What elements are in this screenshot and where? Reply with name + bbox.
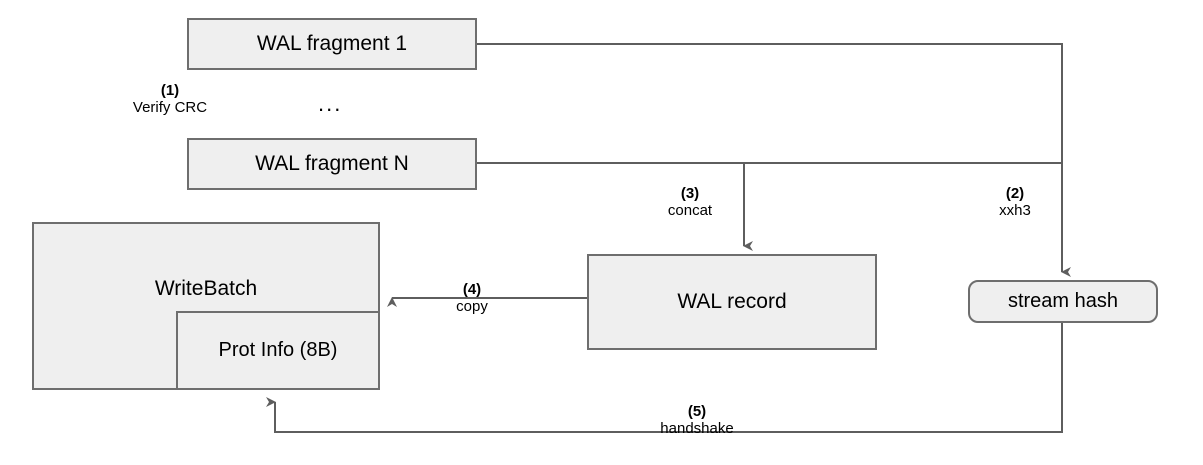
node-wal-record-label: WAL record bbox=[677, 289, 787, 313]
edge-label-4-copy: (4) copy bbox=[412, 281, 532, 316]
edge-label-1-desc: Verify CRC bbox=[132, 98, 208, 116]
edge-label-2-step: (2) bbox=[1005, 185, 1025, 202]
node-prot-info-label: Prot Info (8B) bbox=[218, 339, 338, 361]
node-writebatch-label: WriteBatch bbox=[154, 277, 258, 300]
node-wal-record[interactable]: WAL record bbox=[587, 254, 877, 350]
edge-label-2-xxh3: (2) xxh3 bbox=[955, 185, 1075, 220]
edge-label-1-verify-crc: (1) Verify CRC bbox=[110, 82, 230, 117]
node-wal-fragment-1-label: WAL fragment 1 bbox=[256, 31, 408, 55]
node-wal-fragment-n[interactable]: WAL fragment N bbox=[187, 138, 477, 190]
node-stream-hash[interactable]: stream hash bbox=[968, 280, 1158, 323]
edge-stream-hash-to-prot-info bbox=[266, 323, 1063, 433]
edge-label-3-concat: (3) concat bbox=[630, 185, 750, 220]
edge-label-3-step: (3) bbox=[680, 185, 700, 202]
node-wal-fragment-1[interactable]: WAL fragment 1 bbox=[187, 18, 477, 70]
edge-label-1-step: (1) bbox=[160, 82, 180, 99]
ellipsis-between-fragments: ... bbox=[318, 91, 343, 116]
edge-label-3-desc: concat bbox=[667, 201, 713, 219]
edge-label-2-desc: xxh3 bbox=[999, 201, 1031, 219]
edge-label-5-step: (5) bbox=[687, 403, 707, 420]
edge-label-4-step: (4) bbox=[462, 281, 482, 298]
edge-frag1-to-stream-hash bbox=[477, 43, 1071, 277]
node-prot-info[interactable]: Prot Info (8B) bbox=[176, 311, 380, 390]
node-wal-fragment-n-label: WAL fragment N bbox=[255, 151, 409, 175]
edge-label-4-desc: copy bbox=[456, 297, 488, 315]
edge-label-5-handshake: (5) handshake bbox=[633, 403, 761, 438]
node-stream-hash-label: stream hash bbox=[1007, 290, 1119, 312]
edge-label-5-desc: handshake bbox=[660, 419, 734, 437]
